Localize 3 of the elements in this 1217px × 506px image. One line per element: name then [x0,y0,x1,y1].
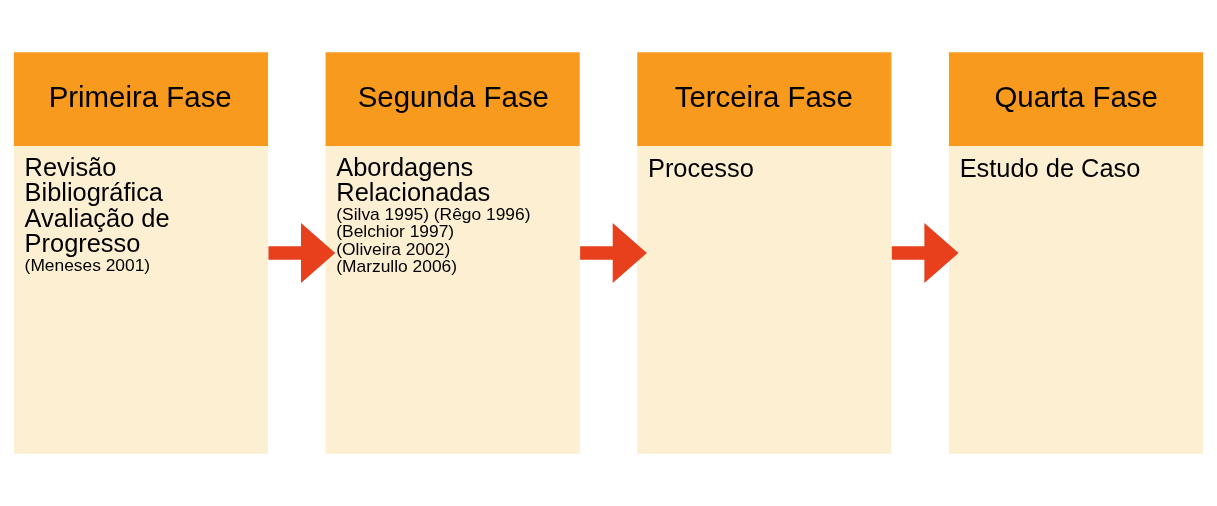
arrow [580,223,647,283]
arrow [891,223,959,283]
arrow [268,223,336,283]
